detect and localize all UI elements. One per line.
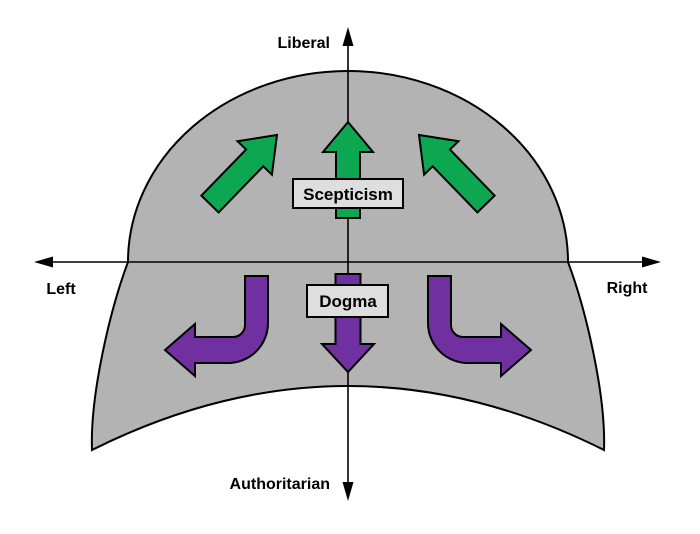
dogma-box: [306, 284, 389, 318]
axis-label-authoritarian: Authoritarian: [230, 476, 330, 493]
axis-arrowhead-bottom-icon: [342, 482, 354, 501]
axis-arrowhead-left-icon: [34, 256, 53, 268]
axis-label-right: Right: [607, 280, 649, 297]
dogma-arrow-down-left: [163, 275, 269, 379]
axis-arrowhead-top-icon: [342, 27, 354, 46]
dogma-arrow-down-right: [427, 275, 533, 379]
skepticism-label: Scepticism: [303, 185, 393, 204]
axis-label-left: Left: [46, 281, 76, 298]
dogma-label: Dogma: [319, 292, 377, 311]
axis-label-liberal: Liberal: [278, 35, 330, 52]
skepticism-arrow-upper-left: [199, 133, 279, 214]
skepticism-box: [292, 178, 404, 209]
skepticism-arrow-upper-right: [417, 133, 497, 214]
axis-arrowhead-right-icon: [642, 256, 661, 268]
